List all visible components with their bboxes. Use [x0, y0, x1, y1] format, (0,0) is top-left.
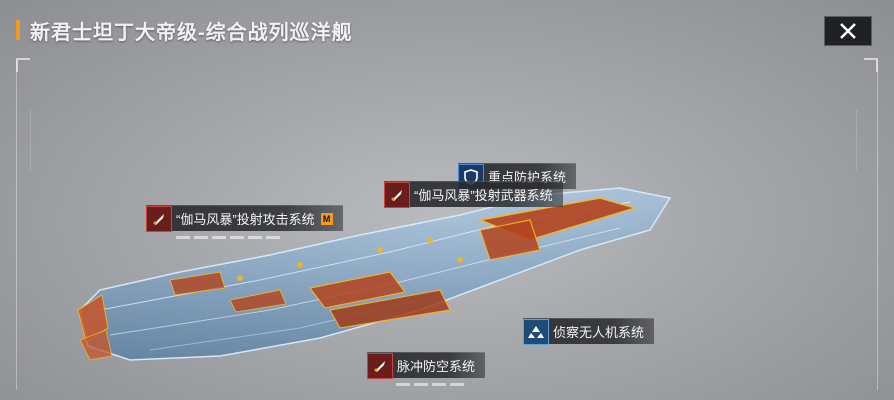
callout-gamma-attack-system[interactable]: “伽马风暴”投射攻击系统 M	[146, 205, 343, 232]
frame-grid-line	[30, 110, 31, 170]
missile-icon	[367, 352, 393, 379]
close-icon	[840, 23, 856, 39]
ship-hologram	[77, 187, 672, 361]
callout-label: 侦察无人机系统	[553, 325, 645, 340]
frame-grid-line	[856, 110, 857, 170]
title-accent-bar	[16, 20, 20, 40]
frame-corner-tl	[16, 58, 30, 72]
callout-pulse-aa-system[interactable]: 脉冲防空系统	[367, 352, 486, 379]
module-tag: M	[320, 212, 333, 225]
callout-recon-drone-system[interactable]: 侦察无人机系统	[523, 318, 655, 345]
missile-icon	[146, 205, 172, 232]
missile-icon	[384, 181, 410, 208]
frame-right-line	[877, 60, 878, 390]
callout-label: 脉冲防空系统	[397, 359, 476, 374]
page-title: 新君士坦丁大帝级-综合战列巡洋舰	[30, 22, 353, 44]
drone-icon	[523, 318, 549, 345]
callout-label: “伽马风暴”投射武器系统	[414, 188, 553, 203]
callout-dash-line	[396, 383, 464, 386]
close-button[interactable]	[824, 16, 872, 46]
frame-left-line	[16, 60, 17, 390]
callout-label: “伽马风暴”投射攻击系统	[176, 212, 315, 227]
callout-dash-line	[176, 236, 280, 239]
callout-gamma-weapon-system[interactable]: “伽马风暴”投射武器系统	[384, 181, 563, 208]
header-bar: 新君士坦丁大帝级-综合战列巡洋舰	[0, 0, 894, 56]
frame-corner-tr	[864, 58, 878, 72]
